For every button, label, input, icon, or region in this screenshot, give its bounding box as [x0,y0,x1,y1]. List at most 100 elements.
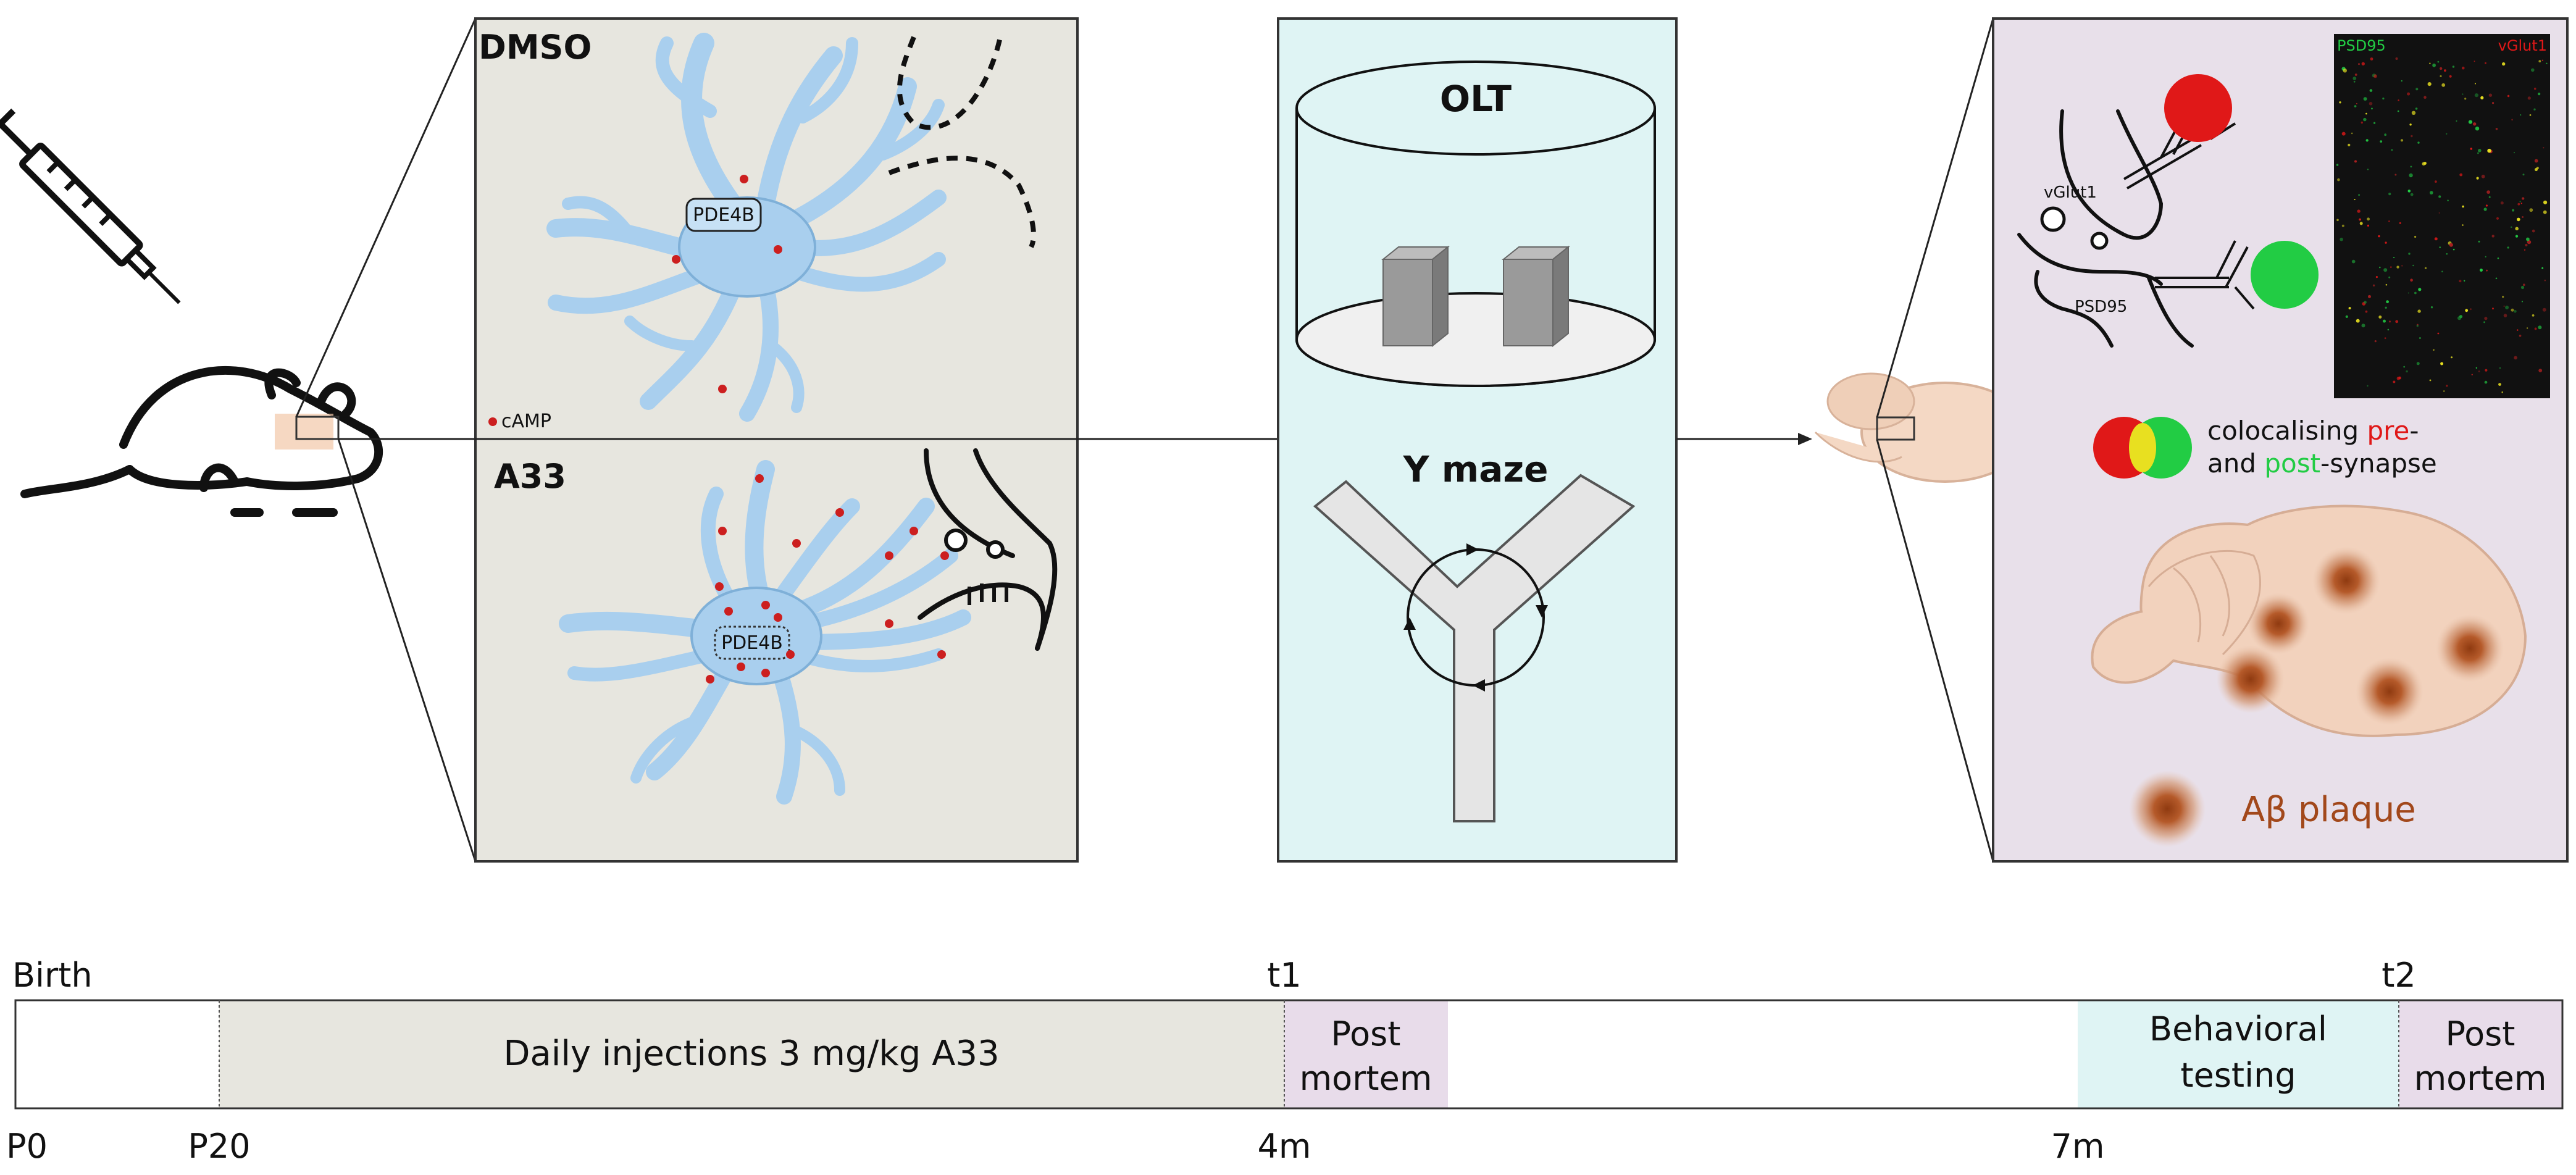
micrograph-punctum [2462,224,2464,226]
micrograph-punctum [2365,310,2368,313]
psd95-synapse-label: PSD95 [2075,298,2127,316]
micrograph-punctum [2529,208,2533,212]
micrograph-punctum [2407,190,2411,193]
micrograph-punctum [2411,111,2416,115]
micrograph-punctum [2361,62,2365,66]
a33-pde4b-label: PDE4B [721,632,783,654]
micrograph-punctum [2532,314,2535,317]
postmortem2-label: Post [2446,1014,2515,1053]
micrograph-punctum [2374,340,2377,343]
micrograph-punctum [2345,315,2348,318]
micrograph-punctum [2507,246,2509,249]
micrograph-punctum [2365,139,2369,142]
micrograph-punctum [2526,237,2530,241]
micrograph-punctum [2409,123,2412,126]
micrograph-punctum [2476,177,2479,180]
micrograph-punctum [2484,317,2488,320]
postmortem1-label: Post [1331,1014,1401,1053]
micrograph-punctum [2451,356,2453,359]
coloc-line2: and post-synapse [2207,448,2437,479]
dmso-title: DMSO [479,28,592,67]
micrograph-punctum [2452,65,2455,68]
micrograph-punctum [2388,320,2391,323]
micrograph-punctum [2475,367,2477,369]
micrograph-punctum [2385,306,2387,309]
micrograph-punctum [2503,314,2507,317]
pre-antibody-red-dot [2164,74,2232,142]
micrograph-punctum [2382,98,2385,100]
micrograph-punctum [2418,288,2422,291]
micrograph-punctum [2417,309,2421,313]
micrograph-punctum [2495,128,2498,130]
micrograph-punctum [2543,200,2548,204]
micrograph-punctum [2340,237,2343,241]
coloc-line1: colocalising pre- [2207,416,2419,446]
micrograph-punctum [2412,264,2414,267]
micrograph-punctum [2520,114,2522,116]
camp-dots-a33 [706,474,949,684]
micrograph-punctum [2475,127,2480,131]
micrograph-punctum [2427,82,2432,86]
micrograph-punctum [2367,217,2370,221]
micrograph-punctum [2478,149,2482,153]
micrograph-punctum [2495,277,2498,280]
micrograph-punctum [2501,391,2503,393]
timeline [14,999,2564,1110]
postmortem1-segment [1284,1000,1448,1108]
micrograph-punctum [2410,278,2413,282]
micrograph-punctum [2542,307,2546,312]
t1-label: t1 [1267,956,1302,995]
micrograph-punctum [2470,148,2473,150]
micrograph-punctum [2483,321,2485,324]
micrograph-punctum [2416,362,2420,366]
micrograph-punctum [2401,80,2402,82]
micrograph-punctum [2525,243,2528,247]
micrograph-punctum [2434,237,2438,241]
micrograph-punctum [2359,218,2362,221]
micrograph-punctum [2473,122,2477,126]
micrograph-punctum [2459,315,2463,319]
micrograph-punctum [2519,335,2522,337]
micrograph-punctum [2367,169,2369,170]
micrograph-punctum [2459,173,2463,177]
confocal-micrograph [2334,34,2550,398]
micrograph-punctum [2440,75,2442,77]
micrograph-punctum [2465,309,2469,312]
micrograph-punctum [2538,60,2541,63]
micrograph-psd95-label: PSD95 [2337,37,2386,54]
micrograph-punctum [2524,249,2526,251]
tick-p20: P20 [188,1127,250,1166]
dmso-pde4b-box [685,198,762,232]
micrograph-punctum [2397,110,2399,112]
micrograph-punctum [2414,235,2417,238]
micrograph-punctum [2406,370,2408,373]
micrograph-punctum [2543,147,2545,149]
micrograph-punctum [2370,57,2373,61]
micrograph-punctum [2353,80,2356,83]
micrograph-punctum [2492,307,2494,310]
syringe-icon [0,108,181,304]
micrograph-punctum [2522,216,2524,218]
micrograph-punctum [2514,356,2517,360]
micrograph-punctum [2502,296,2504,298]
micrograph-punctum [2492,102,2494,104]
micrograph-punctum [2398,99,2399,101]
micrograph-punctum [2500,201,2504,205]
micrograph-punctum [2519,201,2521,203]
micrograph-punctum [2464,98,2467,100]
micrograph-punctum [2408,253,2411,255]
micrograph-punctum [2367,385,2369,387]
micrograph-punctum [2527,96,2531,100]
micrograph-punctum [2497,257,2499,259]
micrograph-punctum [2359,222,2363,225]
micrograph-punctum [2375,276,2378,278]
brain-zoom-box [1876,416,1915,441]
micrograph-punctum [2449,243,2453,247]
micrograph-punctum [2515,227,2519,231]
micrograph-punctum [2483,207,2487,211]
micrograph-punctum [2440,362,2444,366]
micrograph-punctum [2517,329,2519,331]
flow-arrow-head [1798,433,1812,445]
micrograph-punctum [2447,199,2449,202]
micrograph-punctum [2485,62,2486,64]
